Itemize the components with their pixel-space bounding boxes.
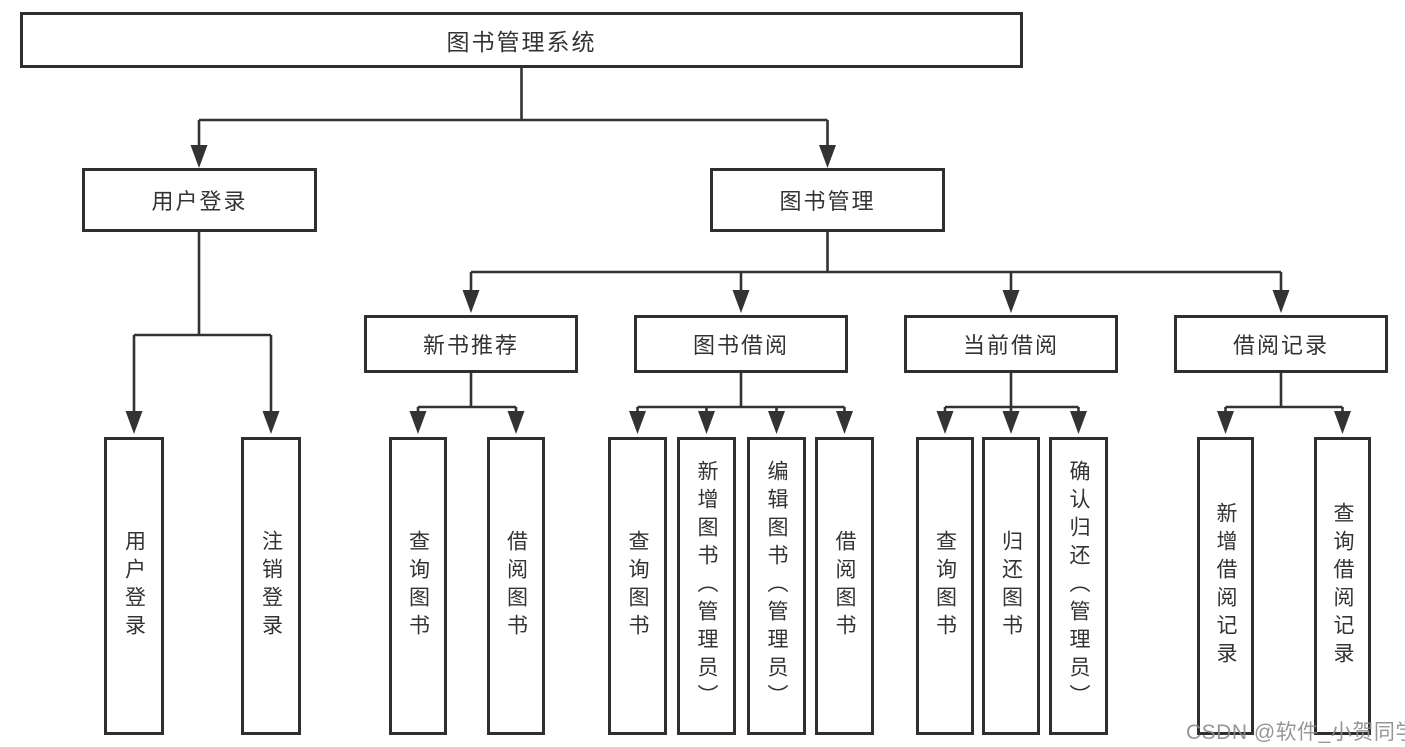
leaf-return-books: 归还图书: [982, 437, 1040, 735]
node-library-management-system: 图书管理系统: [20, 12, 1023, 68]
leaf-borrow-books-recommend: 借阅图书: [487, 437, 545, 735]
node-label: 借阅图书: [504, 530, 528, 642]
node-borrowing-records: 借阅记录: [1174, 315, 1388, 373]
node-label: 查询图书: [626, 530, 649, 642]
node-label: 新书推荐: [422, 333, 519, 358]
node-label: 用户登录: [122, 530, 146, 642]
node-label: 图书管理: [779, 189, 876, 214]
leaf-add-books-admin: 新增图书（管理员）: [677, 437, 736, 735]
leaf-query-books-borrowing: 查询图书: [608, 437, 667, 735]
node-label: 新增借阅记录: [1214, 502, 1237, 670]
node-book-management: 图书管理: [710, 168, 945, 232]
node-label: 借阅记录: [1232, 333, 1329, 358]
leaf-borrow-books-borrowing: 借阅图书: [815, 437, 874, 735]
node-label: 借阅图书: [833, 530, 856, 642]
leaf-user-login: 用户登录: [104, 437, 164, 735]
leaf-query-books-current: 查询图书: [916, 437, 974, 735]
node-label: 查询图书: [933, 530, 957, 642]
leaf-add-borrow-record: 新增借阅记录: [1197, 437, 1254, 735]
node-label: 归还图书: [999, 530, 1023, 642]
node-label: 用户登录: [151, 189, 248, 214]
node-label: 查询图书: [406, 530, 430, 642]
node-label: 编辑图书（管理员）: [765, 460, 788, 712]
node-label: 图书借阅: [692, 333, 789, 358]
leaf-query-books-recommend: 查询图书: [389, 437, 447, 735]
leaf-edit-books-admin: 编辑图书（管理员）: [747, 437, 806, 735]
node-label: 确认归还（管理员）: [1067, 460, 1090, 712]
node-label: 新增图书（管理员）: [695, 460, 718, 712]
node-user-login: 用户登录: [82, 168, 317, 232]
arrowhead-group: [125, 145, 1351, 434]
node-new-book-recommendation: 新书推荐: [364, 315, 578, 373]
leaf-logout: 注销登录: [241, 437, 301, 735]
node-book-borrowing: 图书借阅: [634, 315, 848, 373]
node-label: 图书管理系统: [446, 29, 597, 55]
leaf-query-borrow-record: 查询借阅记录: [1314, 437, 1371, 735]
leaf-confirm-return-admin: 确认归还（管理员）: [1049, 437, 1108, 735]
node-current-borrowing: 当前借阅: [904, 315, 1118, 373]
node-label: 注销登录: [259, 530, 283, 642]
node-label: 当前借阅: [962, 333, 1059, 358]
watermark-text: CSDN @软件_小贺同学: [1186, 721, 1405, 744]
node-label: 查询借阅记录: [1331, 502, 1354, 670]
